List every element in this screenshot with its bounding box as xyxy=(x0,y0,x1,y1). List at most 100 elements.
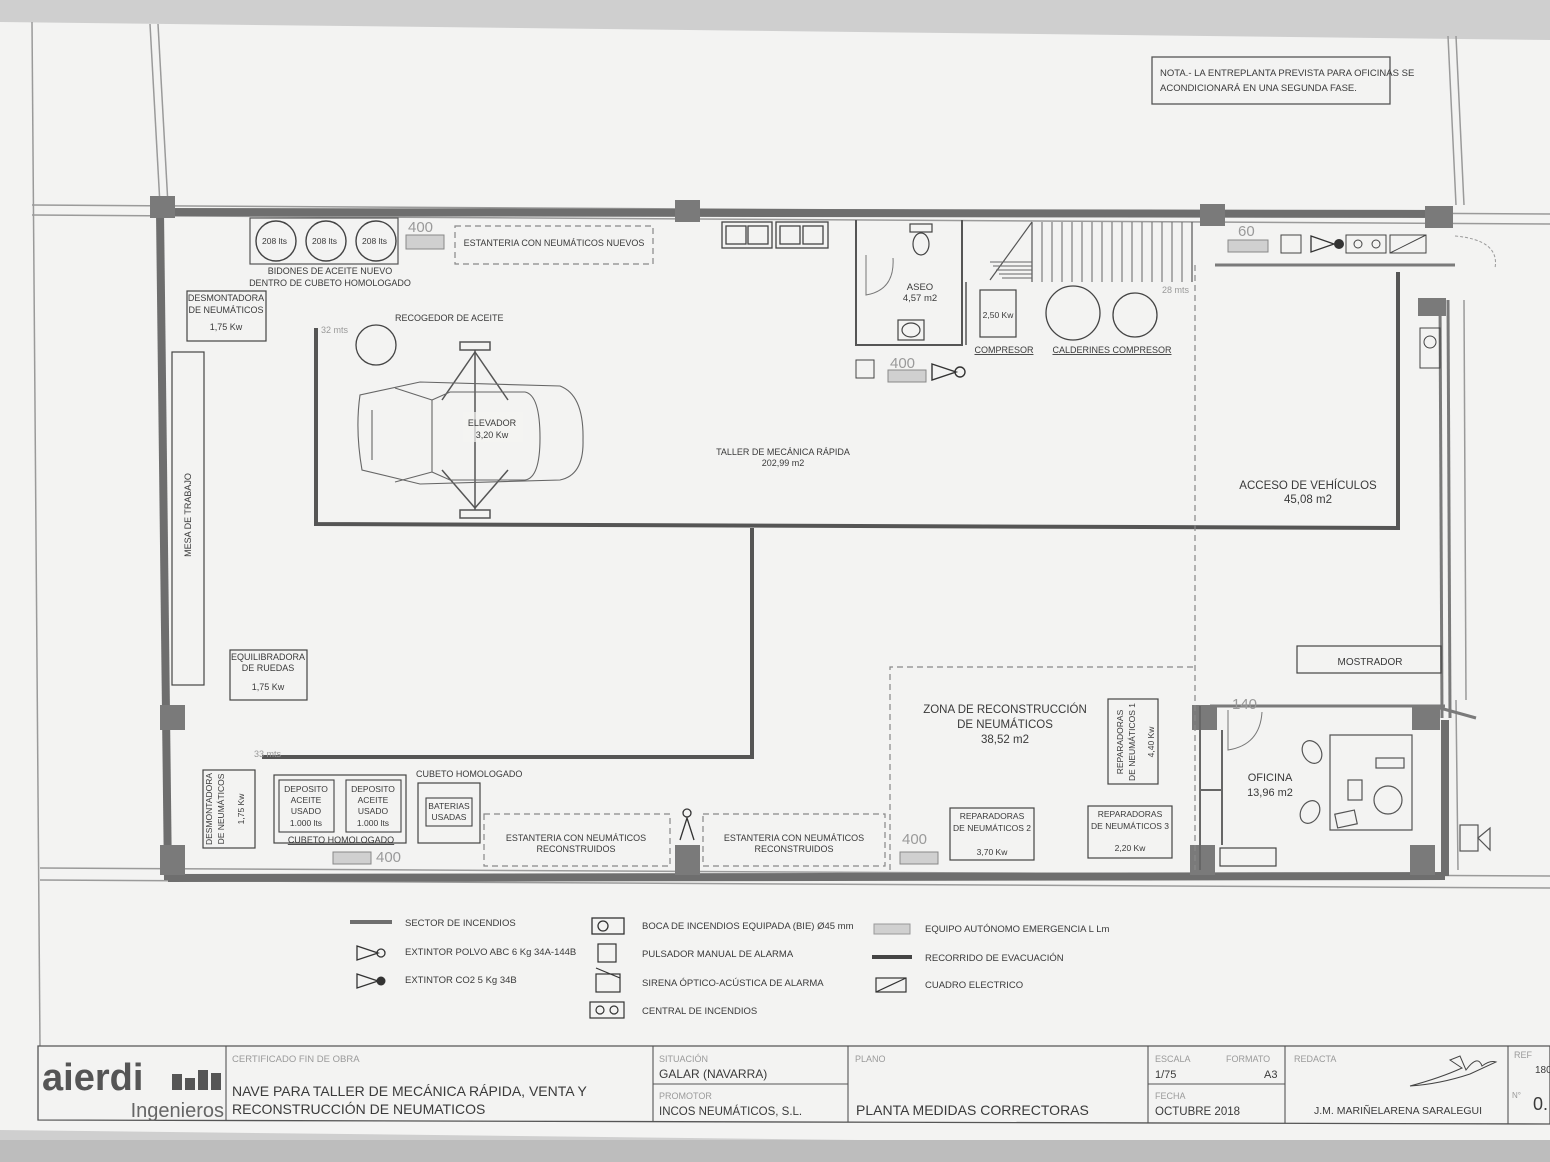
acceso-label: ACCESO DE VEHÍCULOS xyxy=(1239,479,1377,492)
camera-icon xyxy=(1459,824,1491,852)
oficina-cabinet xyxy=(1219,847,1277,867)
cubeto-label-bottom: CUBETO HOMOLOGADO xyxy=(288,835,394,845)
bie-value: 400 xyxy=(376,849,401,866)
bie-icon xyxy=(1227,239,1269,253)
car-outline xyxy=(357,381,584,485)
aseo-door xyxy=(865,255,894,296)
mostrador-label: MOSTRADOR xyxy=(1338,657,1403,668)
deposito-line: USADO xyxy=(291,806,322,816)
legend-central: CENTRAL DE INCENDIOS xyxy=(642,1006,757,1017)
n-label: N° xyxy=(1512,1091,1521,1100)
recogedor-aceite xyxy=(355,324,397,366)
deposito-text-2: DEPOSITO ACEITE USADO 1.000 lts xyxy=(351,784,395,828)
cubeto-baterias xyxy=(417,782,481,844)
legend-pulsador: PULSADOR MANUAL DE ALARMA xyxy=(642,949,794,960)
equilibradora-power: 1,75 Kw xyxy=(252,682,285,692)
legend-sirena: SIRENA ÓPTICO-ACÚSTICA DE ALARMA xyxy=(642,978,824,989)
wall-columns xyxy=(150,196,1453,875)
deposito-line: 1.000 lts xyxy=(357,818,389,828)
redacta-value: J.M. MARIÑELARENA SARALEGUI xyxy=(1314,1104,1482,1117)
deposito-aceite xyxy=(345,779,402,833)
rep2-label: DE NEUMÁTICOS 2 xyxy=(953,823,1031,833)
deposito-line: DEPOSITO xyxy=(351,784,395,794)
bie-icon xyxy=(887,369,927,383)
bie-value: 400 xyxy=(890,355,915,372)
shelf-recon-label: ESTANTERIA CON NEUMÁTICOS xyxy=(724,833,864,843)
paper xyxy=(0,22,1550,1148)
equilibradora-label: DE RUEDAS xyxy=(242,663,295,673)
drum-capacity: 208 lts xyxy=(362,236,387,246)
drum-capacity: 208 lts xyxy=(262,236,287,246)
sink-icons xyxy=(721,221,829,249)
shelf-recon-label: ESTANTERIA CON NEUMÁTICOS xyxy=(506,833,646,843)
background-table xyxy=(0,1140,1550,1162)
acceso-area: 45,08 m2 xyxy=(1284,494,1332,506)
bie-icon xyxy=(899,851,939,865)
rep3-label: REPARADORAS xyxy=(1098,809,1163,819)
office-desk xyxy=(1299,734,1413,831)
calderin xyxy=(1112,292,1158,338)
deposito-aceite xyxy=(278,779,335,833)
legend-cuadro-symbol xyxy=(875,977,907,993)
legend-recorrido: RECORRIDO DE EVACUACIÓN xyxy=(925,953,1064,964)
stair-steps xyxy=(990,222,1183,282)
deposito-line: ACEITE xyxy=(291,795,322,805)
logo-bars xyxy=(172,1070,221,1090)
mts-33: 33 mts xyxy=(254,749,282,759)
compressor xyxy=(979,289,1017,338)
legend-emergencia-symbol xyxy=(873,923,911,935)
redacta-label: REDACTA xyxy=(1294,1054,1336,1064)
zona-label: ZONA DE RECONSTRUCCIÓN xyxy=(923,703,1087,716)
note-line1: NOTA.- LA ENTREPLANTA PREVISTA PARA OFIC… xyxy=(1160,68,1414,79)
fecha-value: OCTUBRE 2018 xyxy=(1155,1106,1240,1118)
extinguisher-co2-icon xyxy=(1334,239,1344,249)
deposito-line: 1.000 lts xyxy=(290,818,322,828)
desmontadora-top-label: DE NEUMÁTICOS xyxy=(188,305,263,315)
desmontadora-bottom-label: DE NEUMÁTICOS xyxy=(216,773,226,844)
signature xyxy=(1409,1055,1498,1087)
legend-pulsador-symbol xyxy=(597,943,617,963)
promotor-label: PROMOTOR xyxy=(659,1091,712,1101)
recogedor-label: RECOGEDOR DE ACEITE xyxy=(395,313,504,323)
plano-value: PLANTA MEDIDAS CORRECTORAS xyxy=(856,1102,1089,1118)
pulsador-icon xyxy=(855,359,875,379)
oil-drum xyxy=(255,220,297,262)
mts-32: 32 mts xyxy=(321,325,349,335)
reparadoras-1 xyxy=(1107,698,1159,785)
oficina-area: 13,96 m2 xyxy=(1247,787,1293,799)
rep1-label: DE NEUMÁTICOS 1 xyxy=(1127,703,1137,781)
note-box xyxy=(1151,56,1391,105)
oil-drum xyxy=(305,220,347,262)
legend-cuadro: CUADRO ELECTRICO xyxy=(925,980,1023,991)
bie-icon xyxy=(332,851,372,865)
baterias-label: BATERIAS xyxy=(428,801,470,811)
zone-boundaries xyxy=(454,225,1196,870)
elevador-label: ELEVADOR xyxy=(468,418,517,428)
project-title: RECONSTRUCCIÓN DE NEUMATICOS xyxy=(232,1101,485,1117)
oil-drums xyxy=(255,220,397,262)
compressor-label: COMPRESOR xyxy=(974,345,1034,355)
bie-wall-icon xyxy=(1419,327,1441,369)
rep1-power: 4,40 Kw xyxy=(1146,726,1156,758)
entrance-door[interactable] xyxy=(1454,235,1496,269)
reparadoras-3 xyxy=(1087,805,1173,859)
reparadoras-2 xyxy=(949,807,1035,861)
drum-tray xyxy=(249,217,399,265)
drums-caption: DENTRO DE CUBETO HOMOLOGADO xyxy=(249,278,411,288)
desmontadora-bottom xyxy=(202,769,256,849)
cert-label: CERTIFICADO FIN DE OBRA xyxy=(232,1054,360,1065)
aseo-label: ASEO xyxy=(907,282,933,293)
n-value: 0. xyxy=(1533,1094,1548,1114)
mesa-label: MESA DE TRABAJO xyxy=(183,473,193,557)
equilibradora-label: EQUILIBRADORA xyxy=(231,652,305,662)
legend-ext-polvo: EXTINTOR POLVO ABC 6 Kg 34A-144B xyxy=(405,947,576,958)
extinguisher-icon xyxy=(954,366,966,378)
fecha-label: FECHA xyxy=(1155,1091,1186,1101)
sirena-icon xyxy=(679,808,695,841)
rep2-label: REPARADORAS xyxy=(960,811,1025,821)
taller-label: TALLER DE MECÁNICA RÁPIDA xyxy=(716,447,850,457)
oficina-door[interactable] xyxy=(1227,710,1263,751)
baterias-label: USADAS xyxy=(432,812,467,822)
aseo-room xyxy=(855,220,963,346)
